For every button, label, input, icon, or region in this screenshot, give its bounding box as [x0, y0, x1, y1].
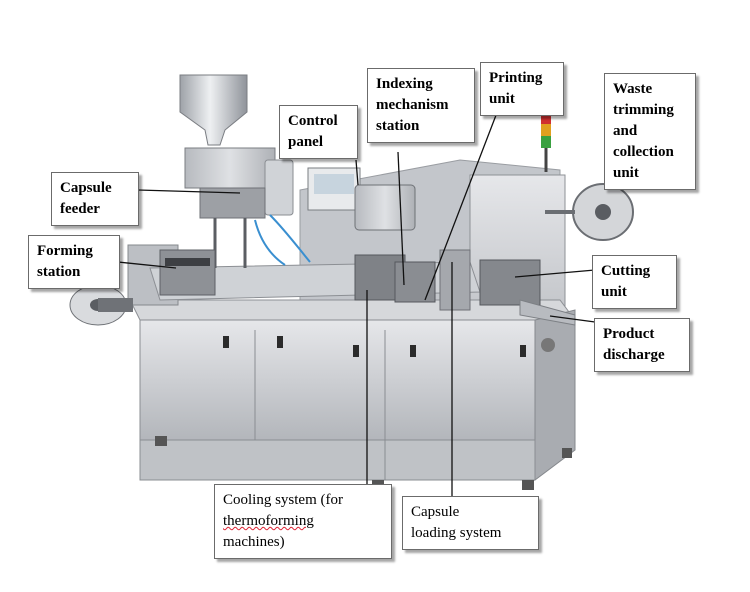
discharge-chute [519, 299, 576, 326]
cabinet-handle [277, 336, 283, 348]
signal-tower-green [541, 136, 551, 148]
label-cutting-unit: Cutting unit [592, 255, 677, 309]
cutting-block [479, 259, 541, 306]
indexing-cylinder [354, 184, 416, 231]
leader-lines [117, 109, 596, 496]
signal-tower-red [541, 112, 551, 124]
printing-block [394, 261, 436, 303]
label-cooling-system: Cooling system (for thermoforming machin… [214, 484, 392, 559]
label-product-discharge: Product discharge [594, 318, 690, 372]
cabinet-plinth [139, 439, 536, 481]
cabinet-handle [223, 336, 229, 348]
machine-foot [522, 480, 534, 490]
signal-tower-amber [541, 124, 551, 136]
label-waste-trimming: Waste trimming and collection unit [604, 73, 696, 190]
loading-column [439, 249, 471, 311]
feeder-body [184, 147, 276, 189]
film-reel-axle [98, 298, 133, 312]
label-control-panel: Control panel [279, 105, 358, 159]
cabinet-handle [353, 345, 359, 357]
machine-foot [155, 436, 167, 446]
label-capsule-loading: Capsule loading system [402, 496, 539, 550]
label-forming-station: Forming station [28, 235, 120, 289]
forming-block [159, 249, 216, 296]
label-printing-unit: Printing unit [480, 62, 564, 116]
cabinet-handle [410, 345, 416, 357]
discharge-knob [541, 338, 555, 352]
feeder-guide [264, 159, 294, 216]
cabinet-handle [520, 345, 526, 357]
cabinet-front [139, 319, 536, 441]
label-indexing-station: Indexing mechanism station [367, 68, 475, 143]
label-capsule-feeder: Capsule feeder [51, 172, 139, 226]
hopper [179, 74, 248, 146]
machine-foot [562, 448, 572, 458]
